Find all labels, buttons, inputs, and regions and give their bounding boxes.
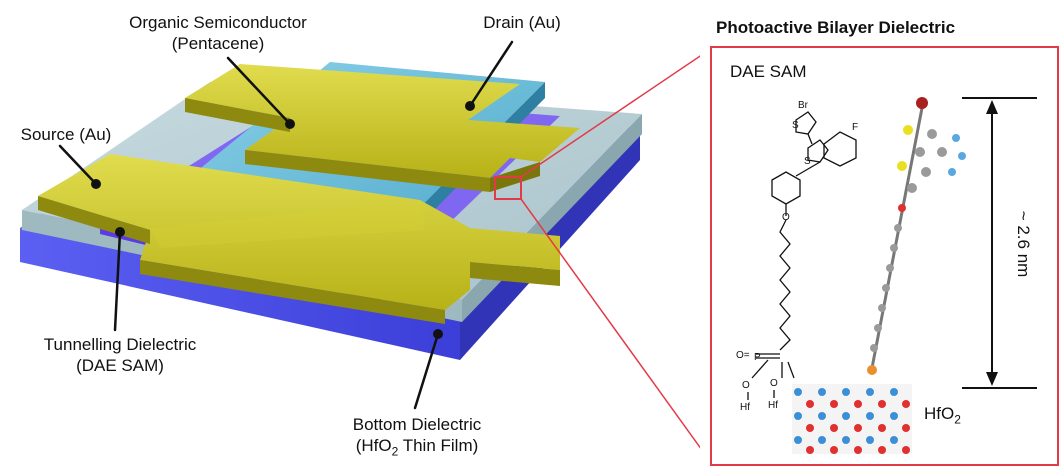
dae-sam-paren-text: (DAE SAM) — [76, 356, 164, 375]
atom-o1: O — [742, 380, 750, 391]
leader-lines — [58, 40, 514, 410]
hfo2-label-pre: HfO — [924, 404, 955, 423]
atom-br: Br — [798, 100, 809, 111]
hfo2-label-sub: 2 — [954, 412, 961, 427]
inset-marker — [494, 176, 522, 200]
atom-s1: S — [792, 120, 799, 131]
source-label: Source (Au) — [20, 125, 112, 144]
inset-panel: DAE SAM Br S S F O O= P — [710, 46, 1059, 466]
atom-p: P — [754, 352, 761, 363]
tunnelling-dielectric-label: Tunnelling Dielectric (DAE SAM) — [10, 334, 230, 376]
atom-o: O — [782, 212, 790, 223]
zoom-line-bottom — [520, 198, 700, 449]
atom-f: F — [852, 122, 858, 133]
organic-semiconductor-text: Organic Semiconductor — [129, 13, 307, 32]
length-label: ~ 2.6 nm — [1014, 211, 1033, 278]
hfo2-sub: 2 — [391, 444, 399, 459]
arrow-down-icon — [986, 372, 998, 386]
hfo2-pre: (HfO — [355, 436, 392, 455]
hfo2-post: Thin Film) — [398, 436, 479, 455]
arrow-up-icon — [986, 100, 998, 114]
length-indicator — [962, 97, 1037, 389]
device-schematic: Gate/Substrate — [20, 40, 700, 449]
atom-hf1: Hf — [740, 402, 750, 413]
leader-dots — [91, 101, 475, 339]
hfo2-lattice — [792, 384, 912, 454]
atom-o2: O — [770, 378, 778, 389]
drain-electrode — [185, 64, 580, 192]
hfo2-thin-film-text: (HfO2 Thin Film) — [322, 435, 512, 462]
pentacene-text: (Pentacene) — [171, 34, 265, 53]
ball-stick-molecule — [867, 97, 966, 375]
dae-sam-label: DAE SAM — [730, 62, 807, 81]
tunnelling-dielectric-text: Tunnelling Dielectric — [43, 335, 197, 354]
atom-s2: S — [804, 156, 811, 167]
zoom-line-top — [520, 55, 700, 178]
atom-o-eq: O= — [736, 350, 750, 361]
skeletal-molecule — [747, 111, 857, 400]
inset-title: Photoactive Bilayer Dielectric — [716, 18, 956, 37]
molecule-drawing: Br S S F O O= P O O Hf Hf — [736, 97, 1037, 454]
organic-semiconductor-label: Organic Semiconductor (Pentacene) — [108, 12, 328, 54]
atom-labels: Br S S F O O= P O O Hf Hf — [736, 100, 858, 413]
atom-hf2: Hf — [768, 400, 778, 411]
bottom-dielectric-label: Bottom Dielectric (HfO2 Thin Film) — [322, 414, 512, 462]
drain-label: Drain (Au) — [483, 13, 561, 32]
hfo2-label: HfO2 — [924, 404, 961, 426]
bottom-dielectric-text: Bottom Dielectric — [352, 415, 482, 434]
